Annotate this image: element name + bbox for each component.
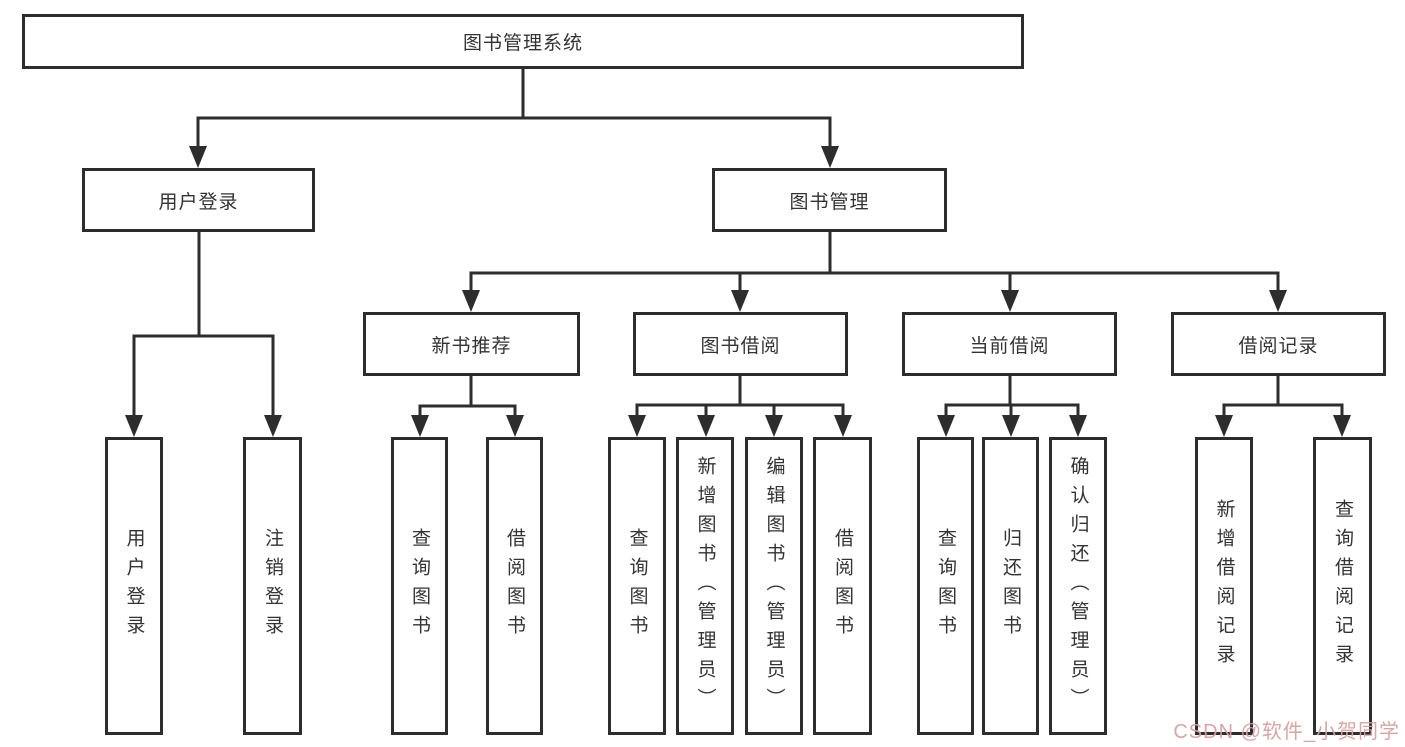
arrowhead-rec-query [411,415,429,437]
node-label: 借阅记录 [1238,335,1319,357]
node-label: 新书推荐 [431,335,512,357]
arrowhead-logout-leaf [264,415,282,437]
arrowhead-user-login-leaf [125,415,143,437]
arrowhead-br-query [1333,415,1351,437]
arrowhead-book-mgmt [821,146,839,168]
arrowhead-br-add [1215,415,1233,437]
node-label: 图书借阅 [700,335,781,357]
node-book-borrow: 图书借阅 [633,312,848,376]
leaf-label: 新增借阅记录 [1213,499,1235,673]
leaf-label: 借阅图书 [832,528,853,644]
leaf-label: 注销登录 [262,528,283,644]
leaf-label: 借阅图书 [504,528,525,644]
arrowhead-user-login [189,146,207,168]
arrowhead-book-borrow [731,290,749,312]
node-book-management: 图书管理 [712,168,947,232]
leaf-label: 查询图书 [409,528,430,644]
leaf-label: 查询图书 [626,528,648,644]
leaf-label: 新增图书（管理员） [694,455,716,717]
arrowhead-cb-query [937,415,955,437]
arrowhead-rec-borrow [506,415,524,437]
leaf-borrow-query-books: 查询图书 [608,437,666,735]
leaf-logout: 注销登录 [243,437,302,735]
leaf-records-add-borrow-record: 新增借阅记录 [1195,437,1253,735]
arrowhead-bb-query [628,415,646,437]
leaf-label: 查询借阅记录 [1332,499,1353,673]
arrowhead-current-borrow [1001,290,1019,312]
arrowhead-bb-borrow [834,415,852,437]
leaf-borrow-edit-books-admin: 编辑图书（管理员） [745,437,803,735]
leaf-label: 编辑图书（管理员） [763,455,785,717]
leaf-current-confirm-return-admin: 确认归还（管理员） [1049,437,1107,735]
leaf-label: 确认归还（管理员） [1067,455,1089,717]
leaf-label: 归还图书 [1000,528,1021,644]
node-user-login: 用户登录 [82,168,315,232]
leaf-current-query-books: 查询图书 [917,437,974,735]
arrowhead-bb-add [697,415,715,437]
node-label: 当前借阅 [969,335,1050,357]
csdn-watermark: CSDN @软件_小贺同学 [1173,721,1400,743]
node-new-book-recommend: 新书推荐 [363,312,580,376]
arrowhead-bb-edit [765,415,783,437]
leaf-borrow-add-books-admin: 新增图书（管理员） [676,437,734,735]
leaf-user-login: 用户登录 [105,437,163,735]
leaf-recommend-query-books: 查询图书 [391,437,448,735]
node-label: 图书管理 [789,191,870,213]
node-label: 用户登录 [158,191,239,213]
leaf-label: 用户登录 [123,528,145,644]
arrowhead-new-book-rec [462,290,480,312]
leaf-label: 查询图书 [935,528,956,644]
node-borrow-records: 借阅记录 [1171,312,1386,376]
arrowhead-cb-return [1002,415,1020,437]
leaf-records-query-borrow-record: 查询借阅记录 [1313,437,1372,735]
arrowhead-borrow-records [1269,290,1287,312]
leaf-recommend-borrow-books: 借阅图书 [486,437,543,735]
node-label: 图书管理系统 [462,33,583,54]
leaf-current-return-books: 归还图书 [982,437,1039,735]
node-current-borrow: 当前借阅 [902,312,1117,376]
arrowhead-group [125,146,1351,437]
leaf-borrow-borrow-books: 借阅图书 [813,437,872,735]
node-library-management-system: 图书管理系统 [22,14,1024,69]
arrowhead-cb-confirm [1069,415,1087,437]
